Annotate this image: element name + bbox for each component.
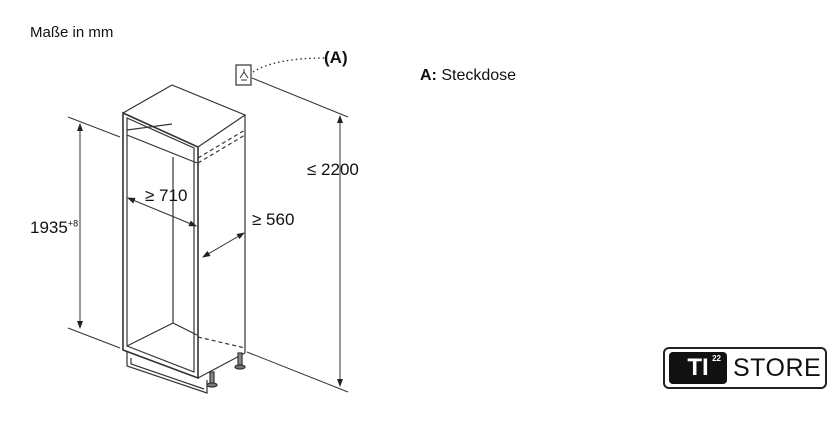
- callout-label-a: (A): [324, 48, 348, 67]
- units-title: Maße in mm: [30, 24, 114, 41]
- legend-text: Steckdose: [441, 67, 517, 84]
- legend-key: A:: [420, 67, 437, 84]
- height-tolerance: +8: [67, 218, 79, 229]
- cabinet-outline: [122, 84, 247, 394]
- height-value: 1935: [30, 218, 68, 237]
- logo-brand: TI: [687, 354, 709, 381]
- socket-icon: [235, 64, 252, 86]
- dimension-socket-height: ≤ 2200: [307, 160, 359, 179]
- logo-superscript: 22: [712, 354, 721, 363]
- dimension-width: ≥ 710: [145, 186, 188, 205]
- dimension-lines: [67, 77, 349, 393]
- dimension-height: 1935+8: [30, 218, 78, 238]
- callout-line: [252, 57, 326, 73]
- dimension-depth: ≥ 560: [252, 210, 295, 229]
- logo-word: STORE: [733, 353, 822, 382]
- legend: A: Steckdose: [420, 67, 516, 85]
